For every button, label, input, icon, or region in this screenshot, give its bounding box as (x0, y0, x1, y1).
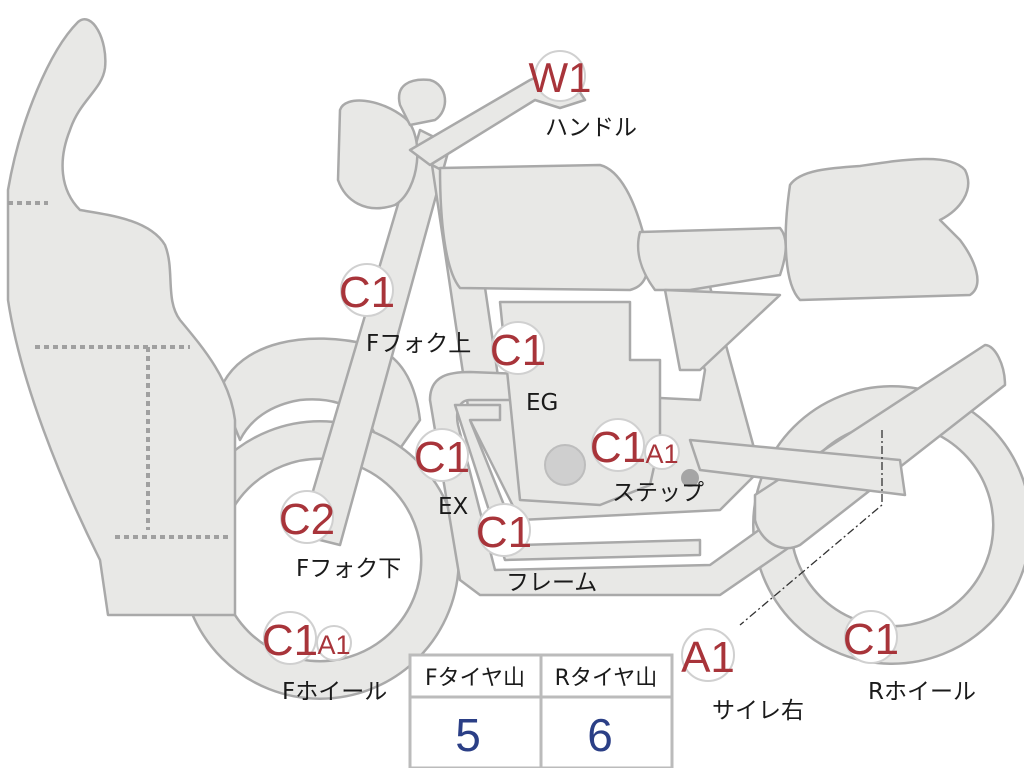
badge-c2-ffork-bottom: C2 (279, 490, 335, 544)
badge-w1-handle: W1 (529, 50, 592, 102)
label-engine: EG (526, 390, 558, 416)
engine-cover (544, 444, 586, 486)
svg-text:W1: W1 (529, 54, 592, 101)
label-muffler: サイレ右 (712, 698, 804, 724)
label-frame: フレーム (506, 570, 597, 596)
badge-c1-frame: C1 (476, 503, 532, 557)
badge-c1-ffork-top: C1 (339, 263, 395, 317)
rear-cowl (663, 288, 782, 372)
fuel-tank (438, 163, 650, 292)
mirror-stem (397, 78, 447, 127)
table-value-rear: 6 (587, 709, 613, 761)
badge-a1-fwheel: A1 (316, 625, 352, 661)
svg-text:C1: C1 (843, 615, 899, 664)
label-exhaust: EX (438, 494, 469, 520)
tire-tread-table: Fタイヤ山 Rタイヤ山 5 6 (408, 653, 674, 768)
svg-text:A1: A1 (645, 439, 678, 469)
side-cover (636, 226, 787, 292)
step-peg (681, 469, 699, 487)
badge-a1-muffler: A1 (681, 628, 735, 682)
table-header-front: Fタイヤ山 (425, 666, 525, 691)
table-value-front: 5 (455, 709, 481, 761)
label-ffork-bottom: Fフォク下 (296, 556, 401, 582)
svg-text:C2: C2 (279, 495, 335, 544)
label-handle: ハンドル (545, 115, 637, 141)
svg-text:C1: C1 (590, 423, 646, 472)
headlight (336, 99, 419, 210)
table-header-rear: Rタイヤ山 (555, 666, 658, 691)
badge-c1-step: C1 (590, 418, 646, 472)
svg-text:C1: C1 (262, 616, 318, 665)
lower-frame (428, 370, 802, 597)
badge-c1-exhaust: C1 (414, 428, 470, 482)
badge-c1-fwheel: C1 (262, 611, 318, 665)
svg-text:C1: C1 (476, 508, 532, 557)
muffler (753, 343, 1007, 550)
muffler-leader-line (739, 430, 883, 626)
label-fwheel: Fホイール (282, 679, 387, 705)
label-ffork-top: Fフォク上 (366, 331, 471, 357)
svg-text:C1: C1 (339, 268, 395, 317)
tail-cowl (784, 157, 979, 302)
svg-text:A1: A1 (317, 630, 350, 660)
badge-c1-rwheel: C1 (843, 610, 899, 664)
badge-c1-engine: C1 (490, 321, 546, 375)
label-step: ステップ (612, 480, 704, 506)
fairing (6, 18, 237, 617)
svg-text:C1: C1 (490, 326, 546, 375)
label-rwheel: Rホイール (868, 679, 976, 705)
swingarm (688, 438, 907, 497)
svg-text:C1: C1 (414, 433, 470, 482)
badge-a1-step: A1 (644, 434, 680, 470)
svg-text:A1: A1 (681, 633, 735, 682)
